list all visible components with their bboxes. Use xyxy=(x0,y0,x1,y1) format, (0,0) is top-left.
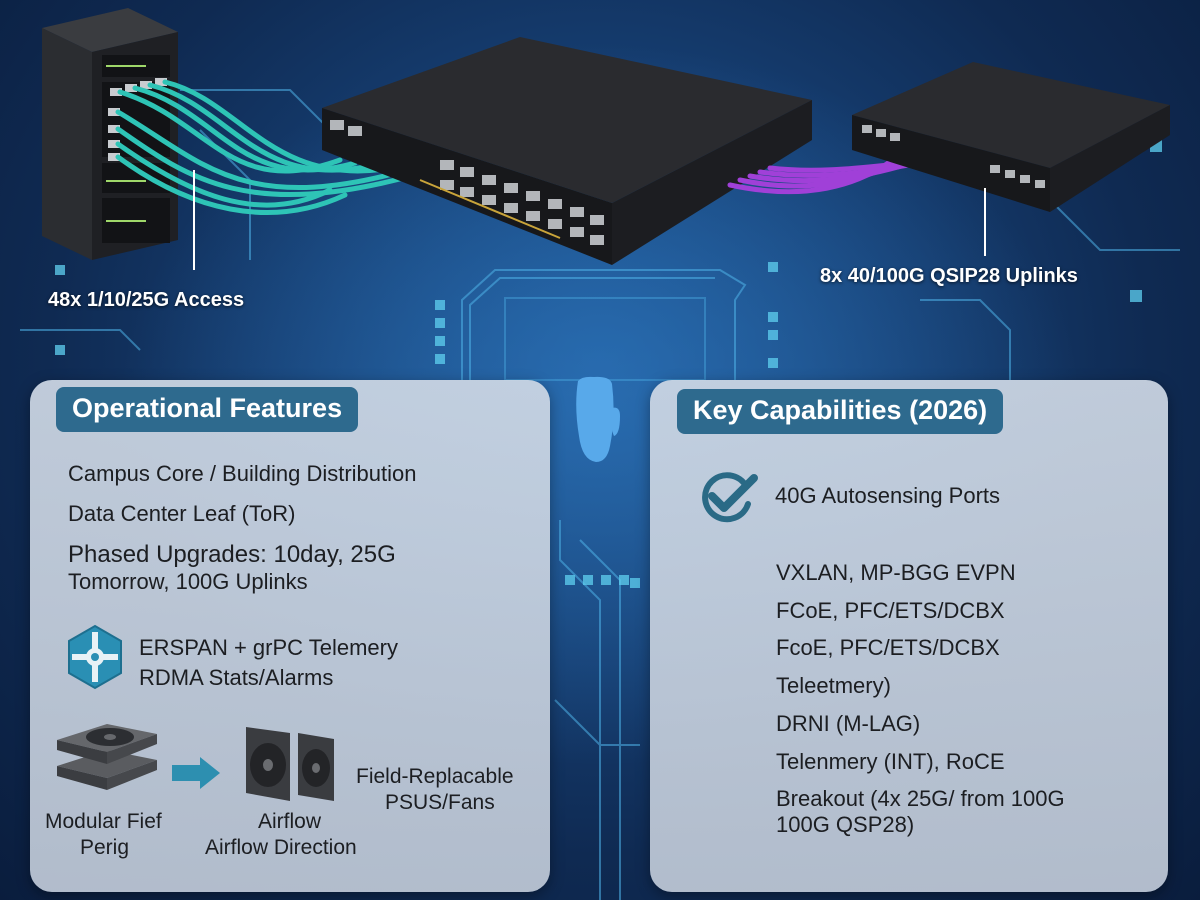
field-replaceable-line2: PSUS/Fans xyxy=(385,791,495,814)
airflow-line1: Airflow xyxy=(258,810,322,833)
modular-line1: Modular Fief xyxy=(45,810,162,833)
right-arrow-icon xyxy=(172,757,220,789)
capability-breakout-line2: 100G QSP28) xyxy=(776,812,915,837)
modular-line2: Perig xyxy=(80,836,130,859)
main-switch-icon xyxy=(322,37,812,265)
hardware-illustration xyxy=(42,8,1170,265)
telemetry-line2: RDMA Stats/Alarms xyxy=(139,665,334,690)
capability-item: VXLAN, MP-BGG EVPN xyxy=(776,560,1016,585)
capability-item: DRNI (M-LAG) xyxy=(776,711,921,736)
capability-item: FcoE, PFC/ETS/DCBX xyxy=(776,635,1000,660)
key-capabilities-panel: Key Capabilities (2026) 40G Autosensing … xyxy=(650,380,1168,892)
fan-modules-icon xyxy=(246,727,334,801)
capability-breakout-line1: Breakout (4x 25G/ from 100G xyxy=(776,786,1065,811)
stacked-fan-trays-icon xyxy=(57,724,157,790)
feature-phased-upgrades-line1: Phased Upgrades: 10day, 25G xyxy=(68,541,396,568)
check-circle-icon xyxy=(702,472,758,523)
uplink-callout-line xyxy=(984,188,986,256)
telemetry-line1: ERSPAN + grPC Telemery xyxy=(139,635,398,660)
access-ports-label: 48x 1/10/25G Access xyxy=(48,289,245,311)
capability-highlight: 40G Autosensing Ports xyxy=(775,483,1001,508)
capability-item: Telenmery (INT), RoCE xyxy=(776,749,1005,774)
key-capabilities-title: Key Capabilities (2026) xyxy=(677,389,1004,434)
operational-features-panel: Operational Features Campus Core / Build… xyxy=(30,380,550,892)
field-replaceable-line1: Field-Replacable xyxy=(356,765,514,788)
feature-phased-upgrades-line2: Tomorrow, 100G Uplinks xyxy=(68,569,308,594)
operational-features-title: Operational Features xyxy=(56,387,359,432)
feature-dc-leaf: Data Center Leaf (ToR) xyxy=(68,501,296,526)
capability-item: FCoE, PFC/ETS/DCBX xyxy=(776,598,1005,623)
airflow-line2: Airflow Direction xyxy=(205,836,357,859)
uplink-ports-label: 8x 40/100G QSIP28 Uplinks xyxy=(820,265,1078,287)
access-callout-line xyxy=(193,170,195,270)
uplink-switch-icon xyxy=(852,62,1170,212)
center-glow-shape xyxy=(576,376,620,462)
capability-item: Teleetmery) xyxy=(776,673,891,698)
feature-campus-core: Campus Core / Building Distribution xyxy=(68,461,417,486)
telemetry-hex-icon xyxy=(68,624,122,690)
